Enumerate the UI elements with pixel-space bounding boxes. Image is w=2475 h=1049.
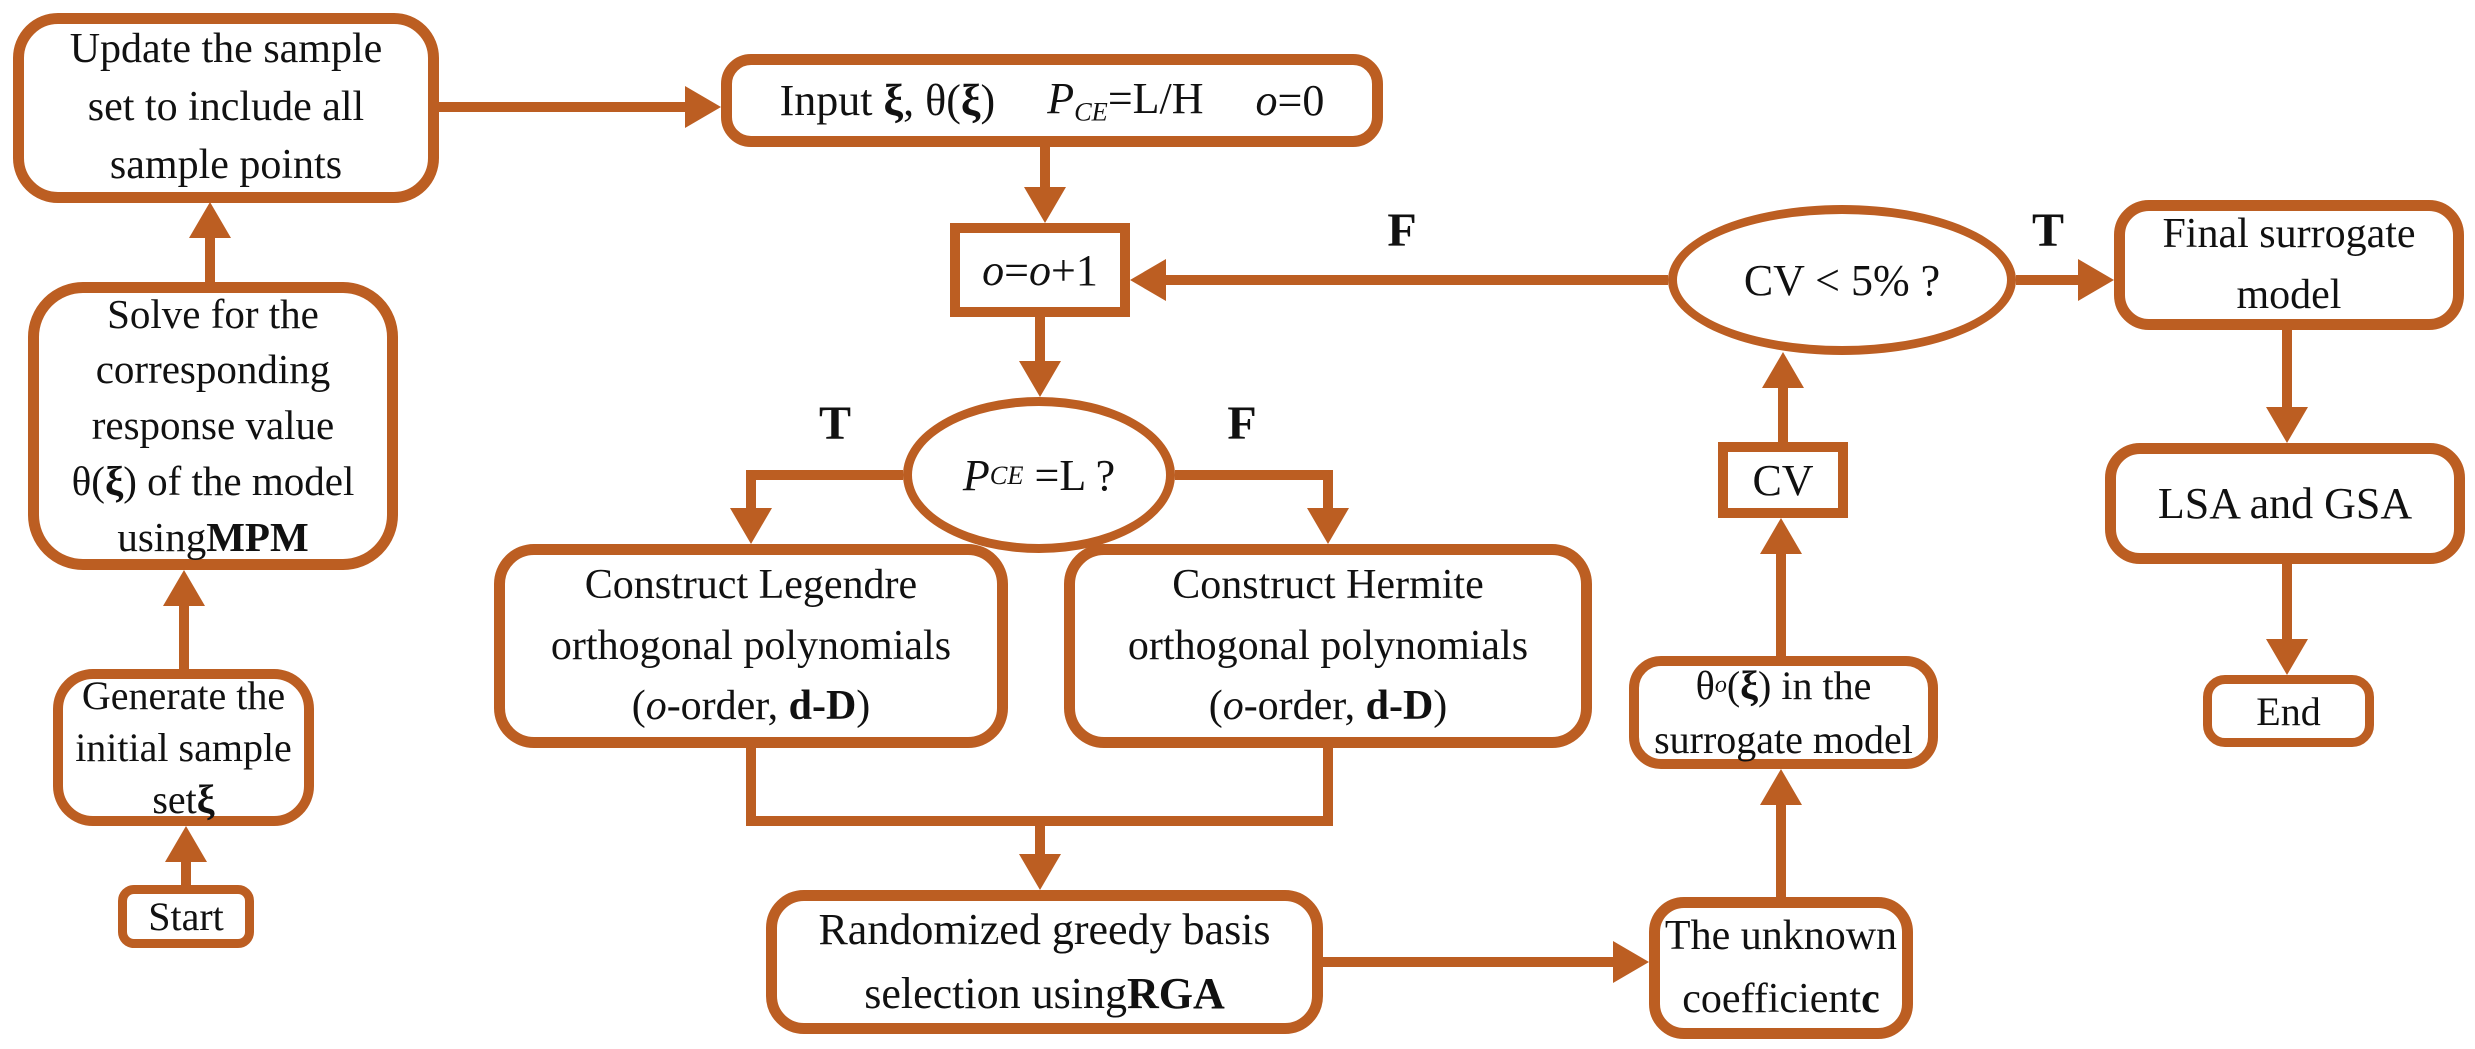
arrow-merge-to-rga <box>1035 826 1045 856</box>
node-hermite-polynomials: Construct Hermite orthogonal polynomials… <box>1064 544 1592 748</box>
node-text: orthogonal polynomials <box>550 622 952 669</box>
arrowhead-increment-to-pce <box>1019 361 1061 397</box>
arrow-cv-false-to-increment <box>1164 275 1668 285</box>
node-text: End <box>2256 688 2321 734</box>
arrow-coeff-to-theta <box>1776 800 1786 897</box>
arrowhead-cv-false-to-increment <box>1130 259 1166 301</box>
node-text: Generate the <box>81 672 286 718</box>
node-rga-basis-selection: Randomized greedy basis selection using … <box>766 890 1323 1034</box>
arrow-merge-bus <box>746 816 1333 826</box>
arrow-pce-true-vertical <box>746 470 756 512</box>
node-unknown-coefficient: The unknown coefficient c <box>1649 897 1913 1039</box>
arrow-solve-to-update <box>205 234 215 282</box>
arrowhead-start-to-generate <box>165 826 207 862</box>
node-text: Construct Legendre <box>584 561 918 608</box>
node-text: set to include all <box>87 84 365 131</box>
node-generate-initial-samples: Generate the initial sample set ξ <box>53 669 314 826</box>
node-text: Final surrogate <box>2162 211 2416 258</box>
node-text: θ(ξ) of the model <box>71 457 355 504</box>
label-pce-false: F <box>1227 397 1257 450</box>
node-text: Construct Hermite <box>1172 561 1484 608</box>
node-update-sample-set: Update the sample set to include all sam… <box>13 13 439 203</box>
arrowhead-pce-true-to-legendre <box>730 508 772 544</box>
node-text: o=0 <box>1255 75 1325 125</box>
node-text: The unknown <box>1664 913 1898 959</box>
arrowhead-solve-to-update <box>189 202 231 238</box>
arrow-pce-false-horizontal <box>1175 470 1328 480</box>
arrow-update-to-input <box>439 102 691 112</box>
arrow-cv-true-to-final <box>2016 275 2080 285</box>
label-pce-true: T <box>818 397 851 450</box>
node-end: End <box>2203 675 2374 747</box>
node-text: Randomized greedy basis <box>818 905 1271 955</box>
node-text: response value <box>91 402 335 449</box>
node-solve-response-mpm: Solve for the corresponding response val… <box>28 282 398 570</box>
node-text: coefficient c <box>1682 976 1880 1022</box>
arrow-lsa-to-end <box>2282 564 2292 642</box>
node-text: (o-order, d-D) <box>1208 683 1448 730</box>
arrowhead-generate-to-solve <box>163 570 205 606</box>
node-text: Input ξ, θ(ξ) <box>779 75 996 125</box>
arrow-theta-to-cv <box>1776 549 1786 656</box>
arrowhead-update-to-input <box>685 86 721 128</box>
node-text: model <box>2236 272 2342 318</box>
arrowhead-cv-true-to-final <box>2078 259 2114 301</box>
node-text: LSA and GSA <box>2157 479 2413 528</box>
node-text: set ξ <box>152 776 215 822</box>
node-text: o=o+1 <box>982 245 1098 295</box>
arrowhead-lsa-to-end <box>2266 639 2308 675</box>
node-lsa-gsa: LSA and GSA <box>2105 443 2465 564</box>
node-text: Update the sample <box>69 26 383 73</box>
node-increment-order: o=o+1 <box>950 223 1130 317</box>
arrow-pce-false-vertical <box>1323 470 1333 512</box>
node-text: orthogonal polynomials <box>1127 622 1529 669</box>
node-text: initial sample <box>75 724 292 770</box>
arrowhead-rga-to-coeff <box>1613 941 1649 983</box>
label-cv-true: T <box>2031 204 2064 257</box>
node-text: corresponding <box>95 346 331 393</box>
node-text: selection using RGA <box>864 969 1225 1018</box>
node-text: Solve for the <box>107 290 319 337</box>
label-cv-false: F <box>1387 204 1417 257</box>
node-text: CV < 5% ? <box>1743 255 1941 305</box>
node-text: CV <box>1752 455 1814 505</box>
arrow-input-to-increment <box>1040 147 1050 191</box>
node-text: surrogate model <box>1654 716 1913 762</box>
arrowhead-theta-to-cv <box>1760 518 1802 554</box>
arrow-rga-to-coeff <box>1323 957 1615 967</box>
node-text: sample points <box>109 141 343 188</box>
arrowhead-pce-false-to-hermite <box>1307 508 1349 544</box>
node-input-parameters: Input ξ, θ(ξ) PCE=L/H o=0 <box>721 54 1383 147</box>
node-text: (o-order, d-D) <box>631 683 871 730</box>
arrow-increment-to-pce <box>1035 317 1045 365</box>
node-start: Start <box>118 885 254 948</box>
node-text: Start <box>148 894 224 939</box>
arrow-generate-to-solve <box>179 600 189 669</box>
arrowhead-input-to-increment <box>1024 187 1066 223</box>
arrow-hermite-down <box>1323 748 1333 826</box>
arrow-cv-to-decision <box>1778 383 1788 442</box>
node-text: using MPM <box>117 513 309 560</box>
arrow-legendre-down <box>746 748 756 826</box>
arrow-pce-true-horizontal <box>751 470 903 480</box>
arrow-start-to-generate <box>181 856 191 885</box>
decision-cv-below-5pct: CV < 5% ? <box>1668 205 2016 355</box>
node-cross-validation: CV <box>1718 442 1848 518</box>
arrow-final-to-lsa <box>2282 330 2292 410</box>
node-final-surrogate-model: Final surrogate model <box>2114 200 2464 330</box>
arrowhead-coeff-to-theta <box>1760 769 1802 805</box>
arrowhead-cv-to-decision <box>1762 352 1804 388</box>
node-text: PCE=L/H <box>1047 74 1204 127</box>
node-legendre-polynomials: Construct Legendre orthogonal polynomial… <box>494 544 1008 748</box>
arrowhead-merge-to-rga <box>1019 854 1061 890</box>
arrowhead-final-to-lsa <box>2266 407 2308 443</box>
